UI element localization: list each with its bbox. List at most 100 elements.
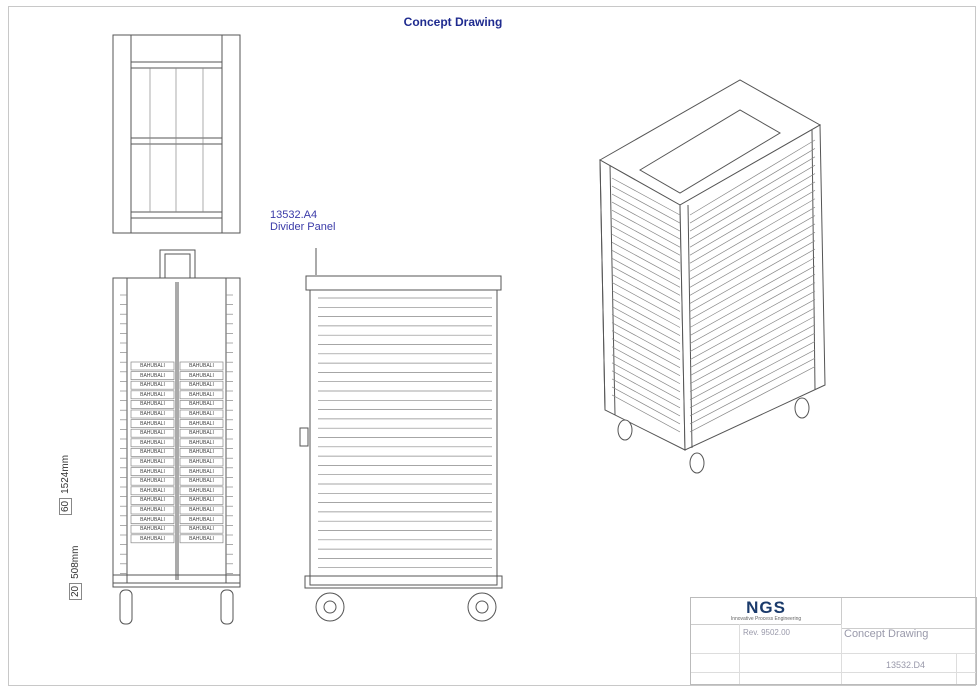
rail-slot <box>611 217 681 256</box>
rail-slot <box>611 282 681 320</box>
tray-label: BAHUBALI <box>140 516 165 523</box>
tray <box>179 361 224 371</box>
dimension-count: 20 <box>69 582 82 600</box>
page-title: Concept Drawing <box>403 15 503 29</box>
tray-slat <box>689 198 816 272</box>
tray-slat <box>689 139 816 216</box>
callout-part-name: Divider Panel <box>270 221 336 233</box>
tray <box>130 428 175 438</box>
tray-label: BAHUBALI <box>140 468 165 475</box>
tray <box>179 524 224 534</box>
tray-slat <box>689 299 816 368</box>
rail-slot <box>611 266 681 304</box>
drawing-title: Concept Drawing <box>844 628 929 640</box>
tray-label: BAHUBALI <box>140 391 165 398</box>
title-block: NGS Innovative Process Engineering Rev. … <box>690 597 977 685</box>
tray-slat <box>689 173 816 248</box>
tray-slat <box>689 307 816 377</box>
rail-slot <box>611 185 681 224</box>
tray <box>130 457 175 467</box>
tray <box>130 524 175 534</box>
tray-label: BAHUBALI <box>189 459 214 465</box>
tray-label: BAHUBALI <box>189 391 214 398</box>
tray <box>179 515 224 524</box>
tray-label: BAHUBALI <box>189 468 214 475</box>
tray-label: BAHUBALI <box>189 535 214 542</box>
tray-slat <box>689 206 816 280</box>
tray-slat <box>689 215 816 288</box>
tray <box>179 467 224 476</box>
rail-slot <box>611 258 681 296</box>
tray-label: BAHUBALI <box>189 478 214 485</box>
rail-slot <box>611 370 681 409</box>
tray <box>130 515 175 524</box>
tray-label: BAHUBALI <box>189 382 214 389</box>
tray-slat <box>689 181 816 256</box>
dimension-1524: 601524mm <box>59 454 72 515</box>
rail-slot <box>611 241 681 280</box>
tray-slat <box>689 332 816 401</box>
rail-slot <box>611 322 681 360</box>
tray <box>179 448 224 457</box>
rail-slot <box>611 338 681 377</box>
tray-label: BAHUBALI <box>189 363 214 369</box>
dimension-508: 20508mm <box>69 546 82 600</box>
tray-label: BAHUBALI <box>189 507 214 513</box>
caster-wheel <box>689 452 705 474</box>
tray-label: BAHUBALI <box>189 401 214 408</box>
tray <box>130 400 175 409</box>
tray-slat <box>689 223 816 296</box>
tray-label: BAHUBALI <box>140 420 165 427</box>
tray-slat <box>689 349 816 417</box>
company-logo: NGS Innovative Process Engineering <box>691 598 842 625</box>
rail-slot <box>611 201 681 240</box>
tray <box>179 390 224 400</box>
tray-label: BAHUBALI <box>140 430 165 437</box>
tray-label: BAHUBALI <box>140 401 165 408</box>
wheel-hub <box>323 600 337 614</box>
tray <box>130 419 175 428</box>
front-view <box>112 249 241 625</box>
tray <box>130 438 175 448</box>
tray-label: BAHUBALI <box>189 449 214 456</box>
tray-label: BAHUBALI <box>189 516 214 523</box>
tray-label: BAHUBALI <box>189 497 214 504</box>
tray-label: BAHUBALI <box>140 382 165 389</box>
tray <box>179 428 224 438</box>
tray <box>130 448 175 457</box>
tray-slat <box>689 265 816 336</box>
rail-slot <box>611 378 681 417</box>
tray <box>130 486 175 496</box>
tray-slat <box>689 273 816 344</box>
rail-slot <box>611 394 681 433</box>
tray-slat <box>689 341 816 409</box>
caster-wheel <box>119 589 133 625</box>
tray-slat <box>689 190 816 264</box>
tray-slat <box>689 240 816 312</box>
tray-label: BAHUBALI <box>140 411 165 417</box>
dimension-length: 1524mm <box>60 454 71 494</box>
tray-slat <box>689 290 816 360</box>
tray <box>179 457 224 467</box>
tray-label: BAHUBALI <box>140 439 165 446</box>
rail-slot <box>611 314 681 352</box>
tray-label: BAHUBALI <box>140 372 165 379</box>
rail-slot <box>611 193 681 232</box>
tray <box>130 409 175 419</box>
drawing-number: 13532.D4 <box>886 660 926 670</box>
caster-wheel <box>794 397 810 419</box>
tray-label: BAHUBALI <box>140 535 165 542</box>
tray <box>130 505 175 515</box>
tray-label: BAHUBALI <box>189 420 214 427</box>
tray-slat <box>689 148 816 224</box>
tray-label: BAHUBALI <box>140 497 165 504</box>
tray <box>130 390 175 400</box>
tray <box>130 534 175 544</box>
tray-label: BAHUBALI <box>140 363 165 369</box>
rail-slot <box>611 225 681 264</box>
logo-text: NGS <box>746 598 786 617</box>
divider-panel-callout: 13532.A4 Divider Panel <box>270 209 335 233</box>
tray-label: BAHUBALI <box>189 430 214 437</box>
tray-slat <box>689 315 816 385</box>
